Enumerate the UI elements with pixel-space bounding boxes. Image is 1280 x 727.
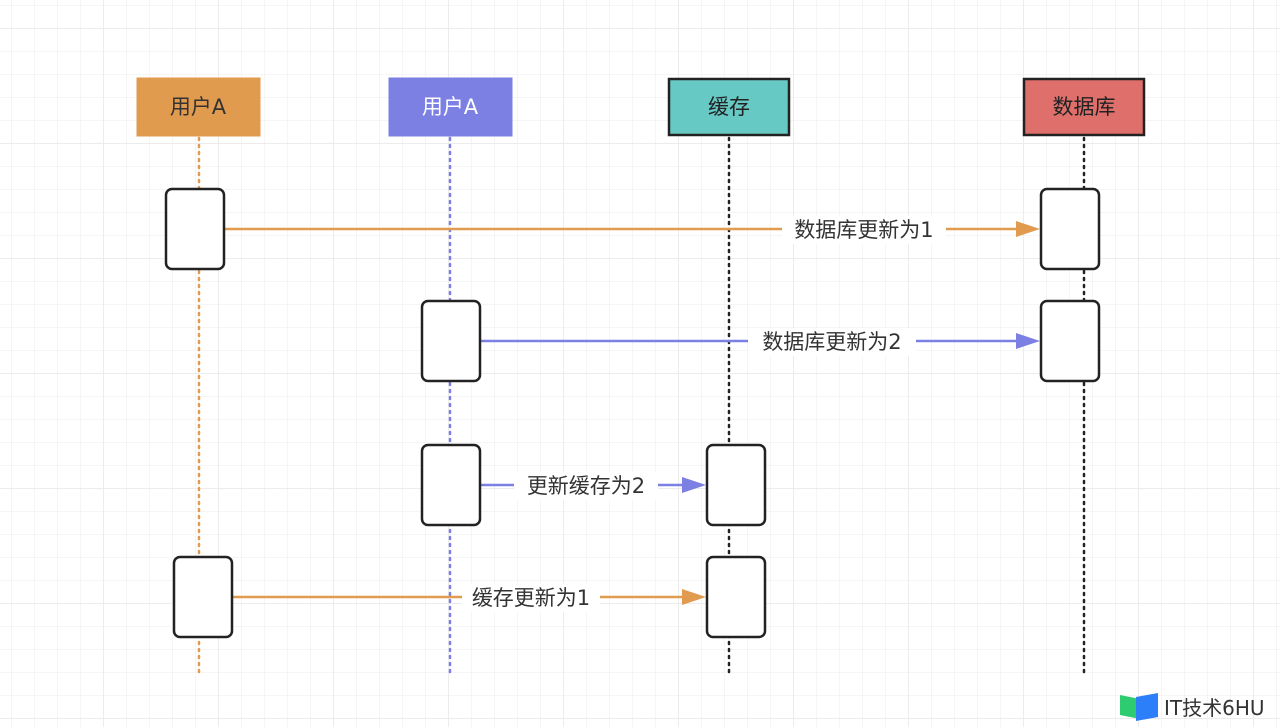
site-logo-icon [1120,692,1158,721]
activation-box [420,299,482,383]
arrowhead [1016,221,1040,237]
participant-database[interactable]: 数据库 [1022,77,1146,137]
activation-box [164,187,226,271]
arrowhead [682,477,706,493]
participant-label: 用户A [422,95,479,119]
watermark: IT技术6HU [1120,692,1265,721]
participant-user-a-1[interactable]: 用户A [136,77,261,137]
message-label-bg [782,216,946,244]
activation-box [420,443,482,527]
arrowhead [682,589,706,605]
message-label: 数据库更新为2 [762,330,901,354]
message-label-bg [462,584,600,612]
messages: 数据库更新为1 数据库更新为2 更新缓存为2 缓存更新为1 [224,216,1040,612]
participant-user-a-2[interactable]: 用户A [388,77,513,137]
activation-box [1039,299,1101,383]
participant-label: 数据库 [1053,95,1116,119]
message-label-bg [514,472,658,500]
activation-box [705,555,767,639]
message-label-bg [748,328,916,356]
message-label: 更新缓存为2 [527,474,645,498]
activation-box [172,555,234,639]
arrowhead [1016,333,1040,349]
activation-box [705,443,767,527]
participant-cache[interactable]: 缓存 [667,77,791,137]
message-label: 数据库更新为1 [794,218,933,242]
activation-boxes [164,187,1101,639]
participant-label: 用户A [170,95,227,119]
watermark-text: IT技术6HU [1164,696,1265,720]
participant-label: 缓存 [708,95,750,119]
activation-box [1039,187,1101,271]
message-label: 缓存更新为1 [472,586,590,610]
